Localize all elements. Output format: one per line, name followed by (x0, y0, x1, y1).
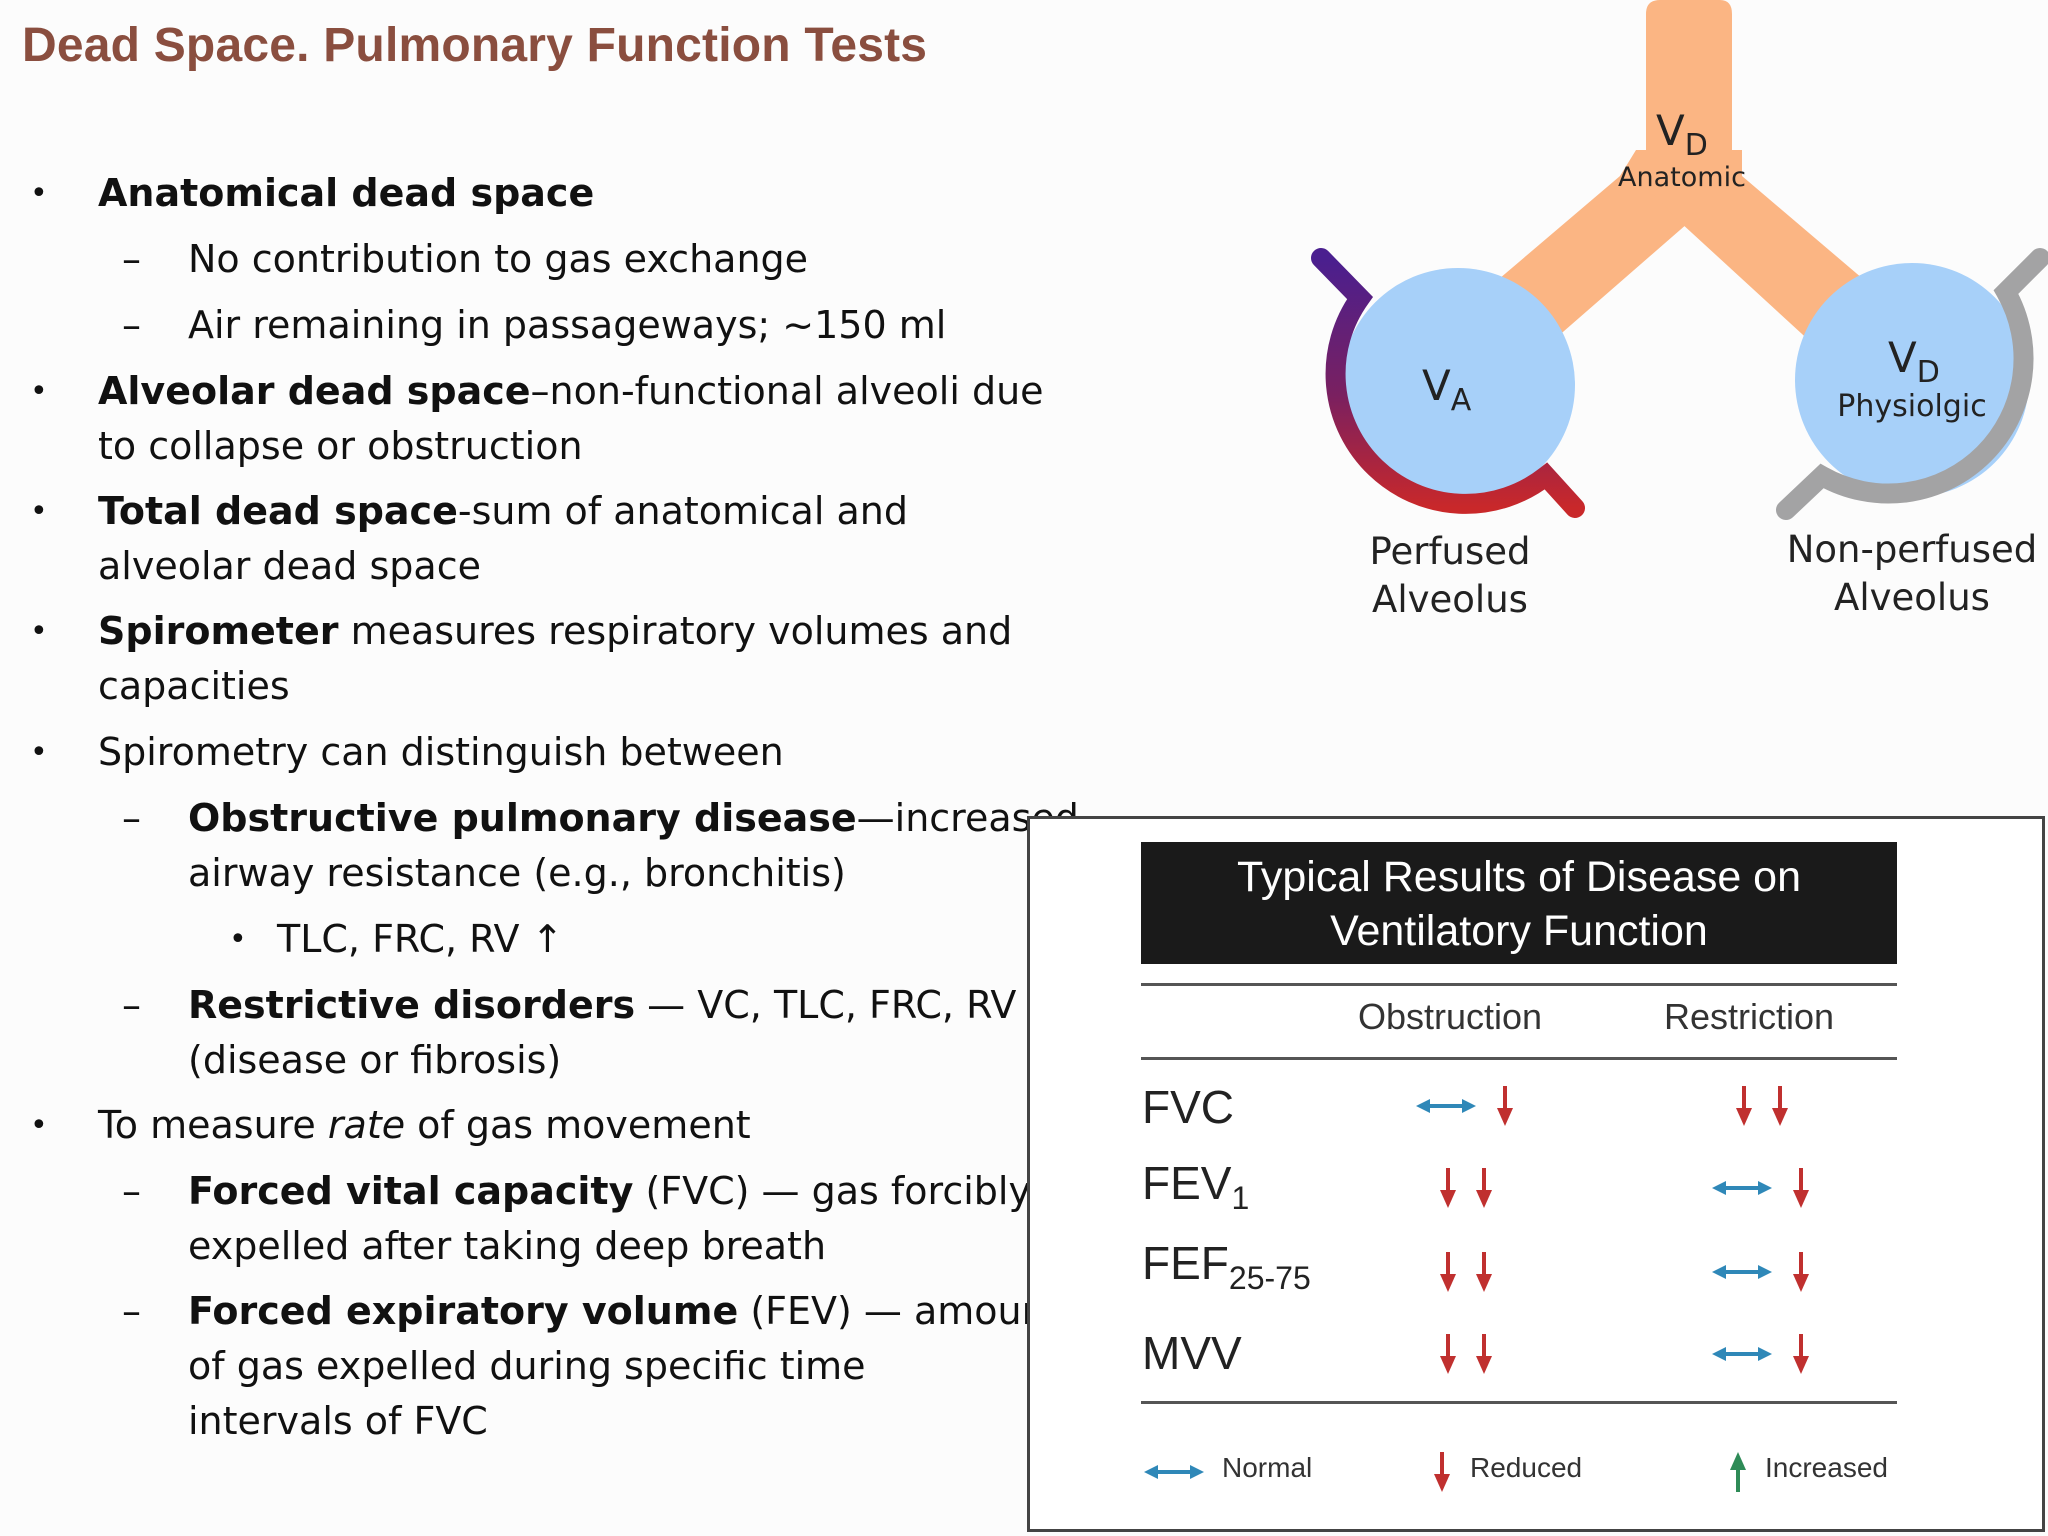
airway-trachea (1646, 0, 1732, 178)
vd-phys-sub: D (1917, 355, 1940, 390)
table-rule (1141, 1401, 1897, 1404)
vd-anatomic-v: V (1656, 106, 1685, 155)
svg-text:VD: VD (1888, 333, 1940, 390)
col-header-restriction: Restriction (1664, 996, 1835, 1037)
bullet-text: — VC, TLC, FRC, RV ↓ (635, 983, 1061, 1027)
va-sub: A (1451, 383, 1472, 418)
bullet-total: • Total dead space-sum of anatomical and… (30, 484, 908, 594)
bullet-spirometer: • Spirometer measures respiratory volume… (30, 604, 1013, 714)
bullet-marker: • (30, 614, 48, 649)
table-title-line: Typical Results of Disease on (1236, 853, 1802, 901)
bullet-heading: Spirometer (98, 609, 339, 653)
sub-bullet-restrictive: – Restrictive disorders — VC, TLC, FRC, … (122, 978, 1061, 1088)
perfused-label-1: Perfused (1370, 530, 1531, 573)
bullet-text: measures respiratory volumes and (338, 609, 1013, 653)
sub-bullet-obstructive: – Obstructive pulmonary disease—increase… (122, 791, 1079, 901)
bullet-marker: • (30, 1108, 48, 1143)
slide-title: Dead Space. Pulmonary Function Tests (22, 19, 928, 72)
table-title-line: Ventilatory Function (1330, 907, 1708, 955)
bullet-heading: Obstructive pulmonary disease (188, 796, 857, 840)
dash-marker: – (122, 983, 141, 1027)
va-v: V (1422, 361, 1451, 410)
perfused-capillary (1311, 248, 1585, 518)
dash-marker: – (122, 237, 141, 281)
bullet-text: to collapse or obstruction (98, 424, 583, 468)
anatomic-label: Anatomic (1618, 162, 1746, 193)
row-label-text: FVC (1142, 1081, 1234, 1133)
bullet-text: airway resistance (e.g., bronchitis) (188, 851, 846, 895)
sub-sub-bullet: • TLC, FRC, RV ↑ (229, 912, 564, 967)
bullet-alveolar: • Alveolar dead space–non-functional alv… (30, 364, 1044, 474)
bullet-heading: Alveolar dead space (98, 369, 531, 413)
dash-marker: – (122, 796, 141, 840)
non-perfused-capillary (1776, 248, 2048, 520)
dash-marker: – (122, 1169, 141, 1213)
bullet-anatomical: • Anatomical dead space (30, 166, 595, 221)
bullet-marker: • (30, 735, 48, 770)
bullet-text: TLC, FRC, RV ↑ (277, 917, 564, 961)
sub-bullet: – Air remaining in passageways; ~150 ml (122, 298, 947, 353)
perfused-alveolus (1341, 268, 1575, 502)
bullet-heading: Forced expiratory volume (188, 1289, 739, 1333)
bullet-text: alveolar dead space (98, 544, 481, 588)
bullet-heading: Total dead space (98, 489, 458, 533)
svg-text:VA: VA (1422, 361, 1472, 418)
row-label-fev1: FEV1 (1142, 1156, 1249, 1217)
bullet-marker: • (229, 922, 247, 957)
bullet-marker: • (30, 176, 48, 211)
bullet-marker: • (30, 374, 48, 409)
bullet-heading: Forced vital capacity (188, 1169, 634, 1213)
bullet-text: capacities (98, 664, 290, 708)
row-label-text: FEV (1142, 1157, 1232, 1209)
bullet-rate: • To measure rate of gas movement (30, 1098, 751, 1153)
svg-text:VD: VD (1656, 106, 1708, 163)
row-label-fef: FEF25-75 (1142, 1236, 1311, 1297)
row-label-text: FEF (1142, 1237, 1229, 1289)
bullet-text: (disease or fibrosis) (188, 1038, 562, 1082)
dash-marker: – (122, 1289, 141, 1333)
non-perfused-label-1: Non-perfused (1787, 528, 2038, 571)
bullet-marker: • (30, 494, 48, 529)
bullet-text: Spirometry can distinguish between (98, 730, 784, 774)
col-header-obstruction: Obstruction (1358, 996, 1543, 1037)
dash-marker: – (122, 303, 141, 347)
table-title: Typical Results of Disease on Ventilator… (1141, 842, 1897, 964)
perfused-label-2: Alveolus (1372, 578, 1528, 621)
bullet-emphasis: rate (327, 1103, 406, 1147)
bullet-text: intervals of FVC (188, 1399, 488, 1443)
bullet-text: –non-functional alveoli due (530, 369, 1044, 413)
physiologic-label: Physiolgic (1837, 389, 1986, 424)
bullet-text: expelled after taking deep breath (188, 1224, 827, 1268)
bullet-text: (FEV) — amount (738, 1289, 1061, 1333)
sub-bullet-text: No contribution to gas exchange (188, 237, 809, 281)
bullet-distinguish: • Spirometry can distinguish between (30, 725, 784, 780)
row-label-sub: 25-75 (1228, 1260, 1311, 1297)
bullet-text: (FVC) — gas forcibly (633, 1169, 1031, 1213)
bullet-text: of gas movement (405, 1103, 751, 1147)
vd-anatomic-sub: D (1685, 128, 1708, 163)
vd-phys-v: V (1888, 333, 1917, 382)
row-label-fvc: FVC (1142, 1080, 1234, 1134)
bullet-text: of gas expelled during specific time (188, 1344, 866, 1388)
dead-space-diagram: VD Anatomic VA VD Physiolgic Perfused Al… (1311, 0, 2048, 621)
row-label-sub: 1 (1231, 1180, 1250, 1217)
row-label-mvv: MVV (1142, 1326, 1242, 1380)
legend-normal: Normal (1222, 1452, 1313, 1483)
sub-bullet-text: Air remaining in passageways; ~150 ml (188, 303, 947, 347)
bullet-text: -sum of anatomical and (457, 489, 908, 533)
bullet-heading: Anatomical dead space (98, 171, 595, 215)
airway-right-branch (1636, 176, 1876, 345)
sub-bullet: – No contribution to gas exchange (122, 232, 809, 287)
row-label-text: MVV (1142, 1327, 1242, 1379)
bullet-heading: Restrictive disorders (188, 983, 636, 1027)
sub-bullet-fev: – Forced expiratory volume (FEV) — amoun… (122, 1284, 1061, 1449)
legend-increased: Increased (1765, 1452, 1888, 1483)
table-rule (1141, 983, 1897, 986)
non-perfused-label-2: Alveolus (1834, 576, 1990, 619)
non-perfused-alveolus (1795, 263, 2029, 497)
table-rule (1141, 1057, 1897, 1060)
legend-reduced: Reduced (1470, 1452, 1583, 1483)
bullet-text: To measure (98, 1103, 328, 1147)
sub-bullet-fvc: – Forced vital capacity (FVC) — gas forc… (122, 1164, 1031, 1274)
